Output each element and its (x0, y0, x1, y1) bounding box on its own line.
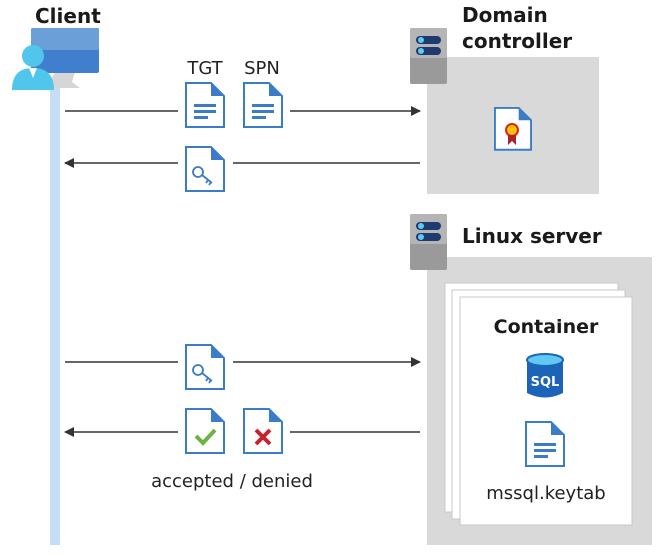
tgt-document-icon (185, 82, 225, 128)
result-label: accepted / denied (151, 471, 313, 492)
tgt-label: TGT (186, 58, 223, 79)
service-ticket-key-icon (185, 344, 225, 390)
denied-x-icon (243, 408, 283, 454)
linux-server-label: Linux server (462, 224, 602, 248)
service-ticket-key-icon (185, 146, 225, 192)
accepted-check-icon (185, 408, 225, 454)
keytab-label: mssql.keytab (486, 483, 605, 504)
sql-database-icon: SQL (526, 353, 564, 398)
user-avatar-icon (12, 45, 54, 90)
client-computer-icon (31, 28, 99, 88)
domain-controller-label-line1: Domain (462, 3, 548, 27)
client-timeline (50, 88, 60, 545)
spn-document-icon (243, 82, 283, 128)
domain-controller-label-line2: controller (462, 29, 572, 53)
container-label: Container (494, 316, 599, 338)
svg-text:SQL: SQL (531, 375, 560, 390)
keytab-file-icon (525, 421, 565, 467)
domain-controller-server-icon (410, 28, 447, 84)
client-label: Client (35, 4, 101, 28)
container-stack (444, 282, 633, 526)
certificate-icon (494, 106, 532, 151)
spn-label: SPN (244, 58, 280, 79)
linux-server-icon (410, 214, 447, 270)
